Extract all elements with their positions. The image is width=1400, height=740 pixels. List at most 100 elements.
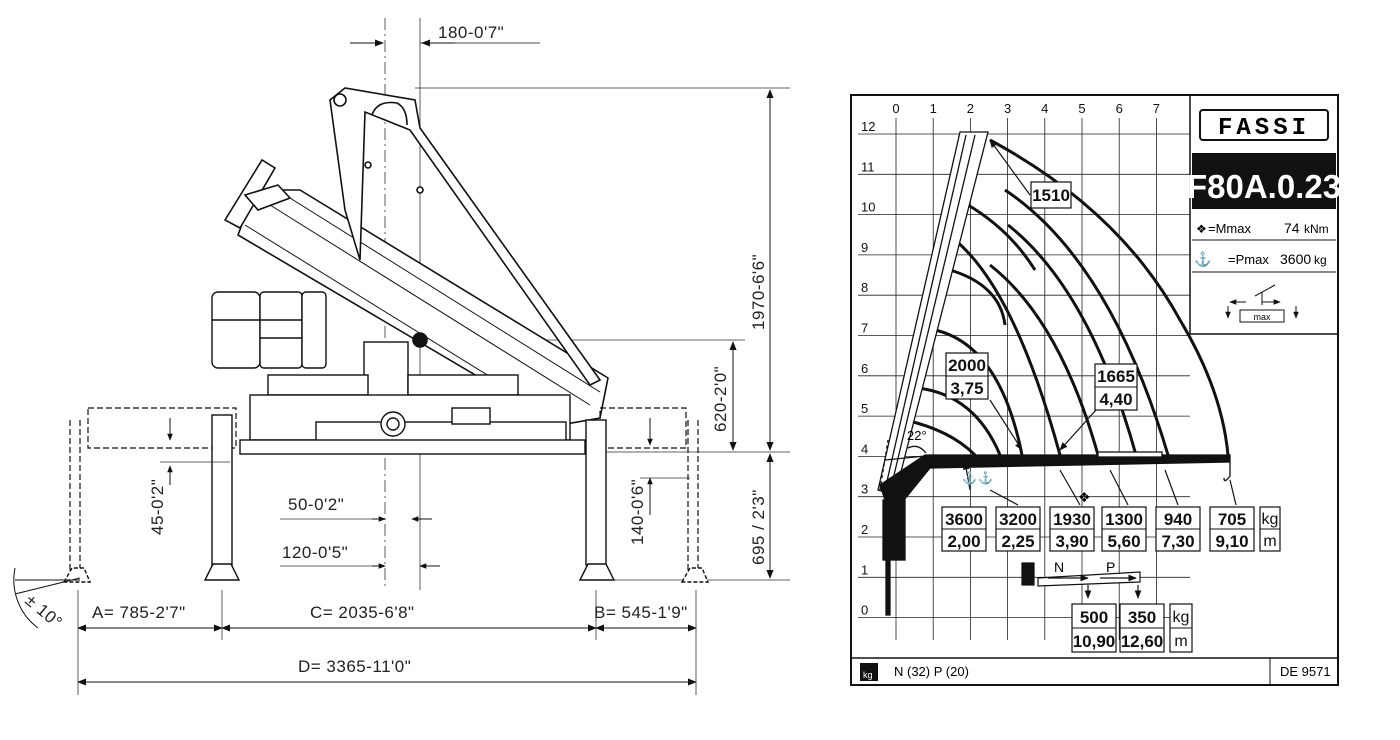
load-units: kg m — [1259, 506, 1281, 552]
dim-angle: ± 10° — [21, 591, 66, 633]
extension-diagram — [1021, 562, 1142, 599]
dim-b: B= 545-1'9" — [594, 603, 688, 622]
svg-text:1665: 1665 — [1097, 367, 1135, 386]
mmax-marker-icon: ❖ — [1078, 489, 1091, 505]
y-tick-label: 2 — [861, 522, 868, 537]
load-point: 1300 5,60 — [1101, 506, 1147, 552]
y-tick-label: 0 — [861, 603, 868, 618]
dim-140: 140-0'6" — [628, 479, 647, 545]
crane-base — [239, 341, 586, 455]
y-tick-label: 1 — [861, 562, 868, 577]
dim-d: D= 3365-11'0" — [298, 657, 411, 676]
y-tick-label: 11 — [861, 159, 875, 174]
brand-panel: FASSI F80A.0.23 ❖ =Mmax 74 kNm ⚓ =Pmax 3… — [1187, 109, 1341, 323]
y-tick-label: 5 — [861, 401, 868, 416]
callout-1665: 1665 4,40 — [1094, 363, 1138, 411]
mmax-value: 74 — [1284, 220, 1300, 236]
y-tick-label: 7 — [861, 321, 868, 336]
document-code: DE 9571 — [1280, 664, 1331, 679]
callout-1510: 1510 — [1030, 181, 1072, 209]
y-tick-label: 10 — [861, 200, 875, 215]
pmax-unit: kg — [1314, 253, 1327, 267]
load-kg: 1300 — [1105, 510, 1143, 529]
extension-units: kg m — [1169, 603, 1193, 653]
dim-c: C= 2035-6'8" — [310, 603, 415, 622]
mmax-label: =Mmax — [1208, 221, 1251, 236]
load-kg: 940 — [1164, 510, 1192, 529]
load-table: 3600 2,00 3200 2,25 1930 3,90 1300 5,60 940 7,30 7… — [941, 506, 1255, 552]
svg-text:kg: kg — [1262, 511, 1279, 528]
load-point: 3600 2,00 — [941, 506, 987, 552]
load-radius: 9,10 — [1215, 532, 1248, 551]
load-radius: 5,60 — [1107, 532, 1140, 551]
svg-text:kg: kg — [1173, 609, 1190, 626]
load-kg: 3600 — [945, 510, 983, 529]
ext-load-radius: 10,90 — [1073, 632, 1116, 651]
y-tick-label: 8 — [861, 280, 868, 295]
pmax-label: =Pmax — [1228, 252, 1269, 267]
dim-50: 50-0'2" — [288, 495, 344, 514]
dim-a: A= 785-2'7" — [92, 603, 186, 622]
svg-text:2000: 2000 — [948, 356, 986, 375]
x-tick-label: 7 — [1153, 101, 1160, 116]
footer: kg N (32) P (20) DE 9571 — [860, 658, 1331, 685]
max-label: max — [1253, 312, 1271, 322]
model-name: F80A.0.23 — [1187, 168, 1341, 205]
p-label: P — [1106, 559, 1115, 575]
pmax-value: 3600 — [1280, 251, 1311, 267]
dim-45: 45-0'2" — [148, 479, 167, 535]
load-kg: 1930 — [1053, 510, 1091, 529]
hook-pmax-icon: ⚓ — [1194, 251, 1211, 268]
load-kg: 705 — [1218, 510, 1246, 529]
load-radius: 2,00 — [947, 532, 980, 551]
x-tick-label: 0 — [892, 101, 899, 116]
weight-icon — [860, 663, 878, 681]
n-label: N — [1054, 559, 1064, 575]
ext-load-kg: 350 — [1128, 608, 1156, 627]
load-point: 940 7,30 — [1155, 506, 1201, 552]
dim-620: 620-2'0" — [711, 366, 730, 432]
x-tick-label: 1 — [930, 101, 937, 116]
angle-label: 22° — [907, 428, 927, 443]
load-point: 3200 2,25 — [995, 506, 1041, 552]
x-tick-label: 6 — [1116, 101, 1123, 116]
svg-text:3,75: 3,75 — [950, 379, 983, 398]
load-radius: 3,90 — [1055, 532, 1088, 551]
brand-logo: FASSI — [1218, 115, 1310, 142]
svg-text:1510: 1510 — [1032, 186, 1070, 205]
x-tick-label: 4 — [1041, 101, 1048, 116]
crane-upper-arm — [329, 87, 602, 387]
y-tick-label: 12 — [861, 119, 875, 134]
load-point: 1930 3,90 — [1049, 506, 1095, 552]
callout-2000: 2000 3,75 — [945, 352, 989, 400]
load-radius: 2,25 — [1001, 532, 1034, 551]
chart-crane — [877, 131, 1231, 616]
dim-1970: 1970-6'6" — [749, 254, 768, 330]
mmax-unit: kNm — [1304, 222, 1329, 236]
y-tick-label: 4 — [861, 441, 868, 456]
load-point: 705 9,10 — [1209, 506, 1255, 552]
stabiliser-weights: N (32) P (20) — [894, 664, 969, 679]
dim-695: 695 / 2'3" — [749, 489, 768, 565]
x-tick-label: 5 — [1078, 101, 1085, 116]
y-tick-label: 6 — [861, 361, 868, 376]
y-tick-label: 3 — [861, 482, 868, 497]
load-radius: 7,30 — [1161, 532, 1194, 551]
svg-text:4,40: 4,40 — [1099, 390, 1132, 409]
svg-text:m: m — [1174, 633, 1187, 650]
load-kg: 3200 — [999, 510, 1037, 529]
svg-text:kg: kg — [863, 670, 873, 680]
x-tick-label: 2 — [967, 101, 974, 116]
svg-text:m: m — [1263, 533, 1276, 550]
crane-side-drawing: 180-0'7" 1970-6'6" 620-2'0" 695 / 2'3" 4… — [13, 18, 790, 695]
y-tick-label: 9 — [861, 240, 868, 255]
dim-120: 120-0'5" — [282, 543, 348, 562]
stabiliser-extension — [69, 407, 699, 572]
